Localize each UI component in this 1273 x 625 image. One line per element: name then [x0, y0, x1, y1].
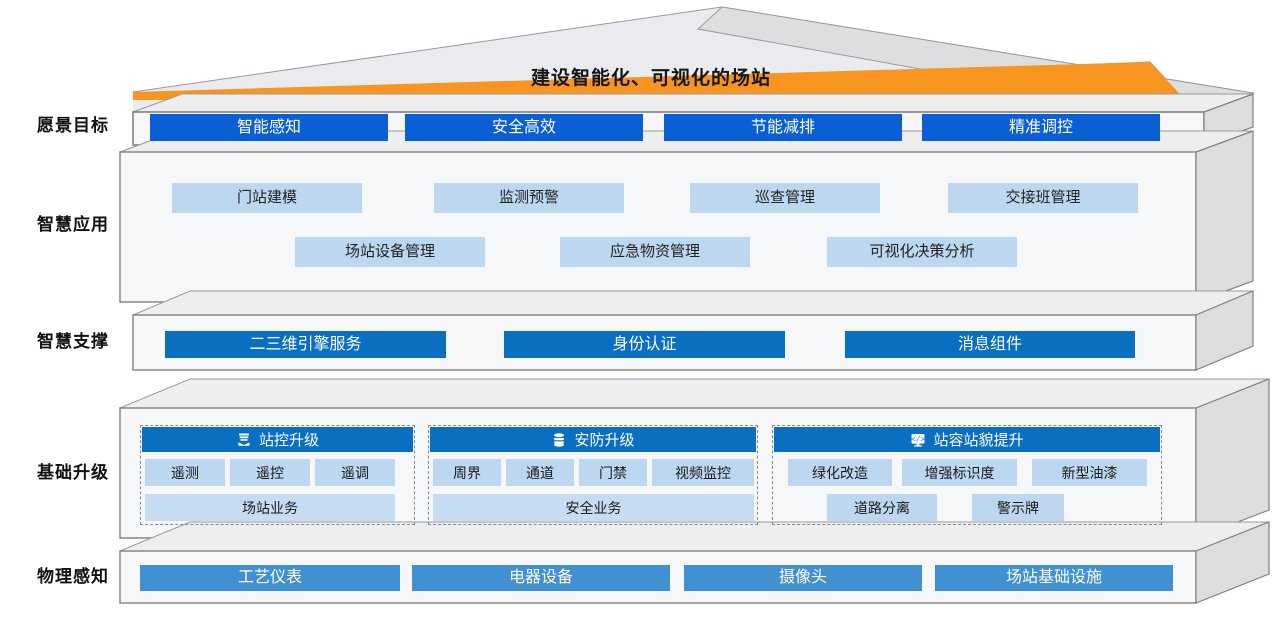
infra-group-3-sub-3[interactable]: 新型油漆 — [1032, 459, 1147, 486]
infra-group-2 — [428, 425, 758, 525]
server-stack-icon — [236, 432, 252, 448]
infra-group-2-sub-3[interactable]: 门禁 — [579, 459, 647, 486]
row-label-physical: 物理感知 — [37, 567, 109, 586]
infra-group-1-sub-1[interactable]: 遥测 — [145, 459, 225, 486]
physical-chip-4[interactable]: 场站基础设施 — [935, 565, 1173, 591]
application-chip-1[interactable]: 门站建模 — [172, 183, 362, 213]
layer5-top-face — [119, 521, 1270, 552]
infra-group-2-header[interactable]: 安防升级 — [430, 427, 756, 452]
application-chip-6[interactable]: 应急物资管理 — [560, 237, 750, 267]
application-chip-3[interactable]: 巡查管理 — [690, 183, 880, 213]
infra-group-2-sub-4[interactable]: 视频监控 — [652, 459, 754, 486]
database-stack-icon — [551, 432, 567, 448]
vision-chip-2[interactable]: 安全高效 — [405, 114, 643, 141]
infra-group-1-sub-2[interactable]: 遥控 — [230, 459, 310, 486]
support-chip-3[interactable]: 消息组件 — [845, 331, 1135, 358]
vision-chip-1[interactable]: 智能感知 — [150, 114, 388, 141]
layer5-right-side — [1195, 521, 1270, 604]
layer2-front-face — [119, 151, 1197, 303]
application-chip-4[interactable]: 交接班管理 — [948, 183, 1138, 213]
infra-group-1-header[interactable]: 站控升级 — [142, 427, 413, 452]
physical-chip-1[interactable]: 工艺仪表 — [140, 565, 400, 591]
infra-group-3-title: 站容站貌提升 — [933, 432, 1024, 449]
infra-group-3-sub-2[interactable]: 增强标识度 — [902, 459, 1017, 486]
support-chip-1[interactable]: 二三维引擎服务 — [165, 331, 446, 358]
infra-group-2-footer[interactable]: 安全业务 — [433, 494, 754, 521]
infra-group-2-title: 安防升级 — [574, 432, 635, 449]
infra-group-3 — [772, 425, 1162, 525]
infra-group-1-title: 站控升级 — [258, 432, 319, 449]
vision-chip-3[interactable]: 节能减排 — [664, 114, 902, 141]
physical-chip-2[interactable]: 电器设备 — [412, 565, 670, 591]
infra-group-3-sub-1[interactable]: 绿化改造 — [788, 459, 892, 486]
infra-group-3-header[interactable]: </> 站容站貌提升 — [774, 427, 1160, 452]
svg-text:</>: </> — [912, 436, 926, 444]
layer1-top-face — [132, 93, 1254, 113]
application-chip-5[interactable]: 场站设备管理 — [295, 237, 485, 267]
row-label-application: 智慧应用 — [37, 215, 109, 234]
infra-group-3-sub-5[interactable]: 警示牌 — [972, 494, 1064, 521]
row-label-support: 智慧支撑 — [37, 332, 109, 351]
roof-orange-band — [133, 62, 1204, 120]
infra-group-2-sub-1[interactable]: 周界 — [433, 459, 501, 486]
code-monitor-icon: </> — [910, 432, 926, 448]
vision-chip-4[interactable]: 精准调控 — [922, 114, 1160, 141]
layer3-top-face — [132, 290, 1254, 316]
layer4-top-face — [119, 378, 1270, 409]
application-chip-7[interactable]: 可视化决策分析 — [827, 237, 1017, 267]
infra-group-3-sub-4[interactable]: 道路分离 — [827, 494, 937, 521]
infra-group-1-footer[interactable]: 场站业务 — [145, 494, 395, 521]
infra-group-1-sub-3[interactable]: 遥调 — [315, 459, 395, 486]
row-label-vision: 愿景目标 — [37, 116, 109, 135]
layer3-right-side — [1195, 290, 1254, 371]
physical-chip-3[interactable]: 摄像头 — [684, 565, 922, 591]
support-chip-2[interactable]: 身份认证 — [504, 331, 785, 358]
layer4-right-side — [1195, 378, 1270, 539]
row-label-infrastructure: 基础升级 — [37, 463, 109, 482]
roof-title: 建设智能化、可视化的场站 — [531, 68, 772, 89]
infra-group-2-sub-2[interactable]: 通道 — [506, 459, 574, 486]
infra-group-1 — [140, 425, 415, 525]
application-chip-2[interactable]: 监测预警 — [434, 183, 624, 213]
layer2-right-side — [1195, 130, 1254, 303]
